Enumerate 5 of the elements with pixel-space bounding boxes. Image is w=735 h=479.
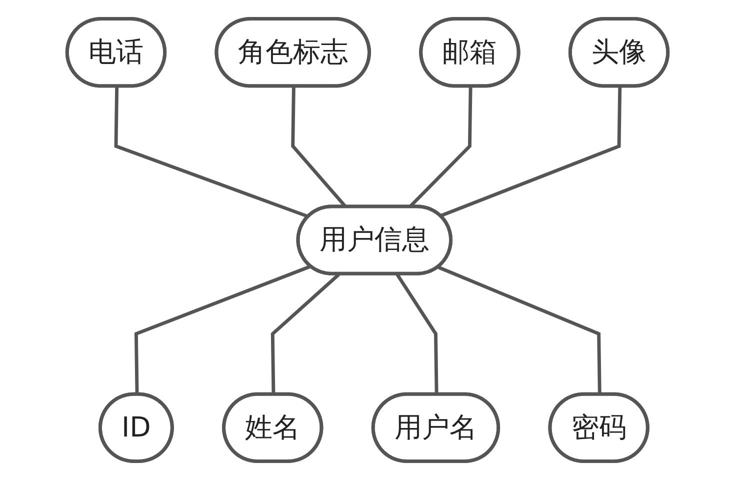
connector	[134, 264, 312, 394]
connector	[440, 86, 622, 217]
connector	[438, 265, 602, 394]
connector	[270, 272, 340, 394]
connector	[396, 273, 438, 394]
